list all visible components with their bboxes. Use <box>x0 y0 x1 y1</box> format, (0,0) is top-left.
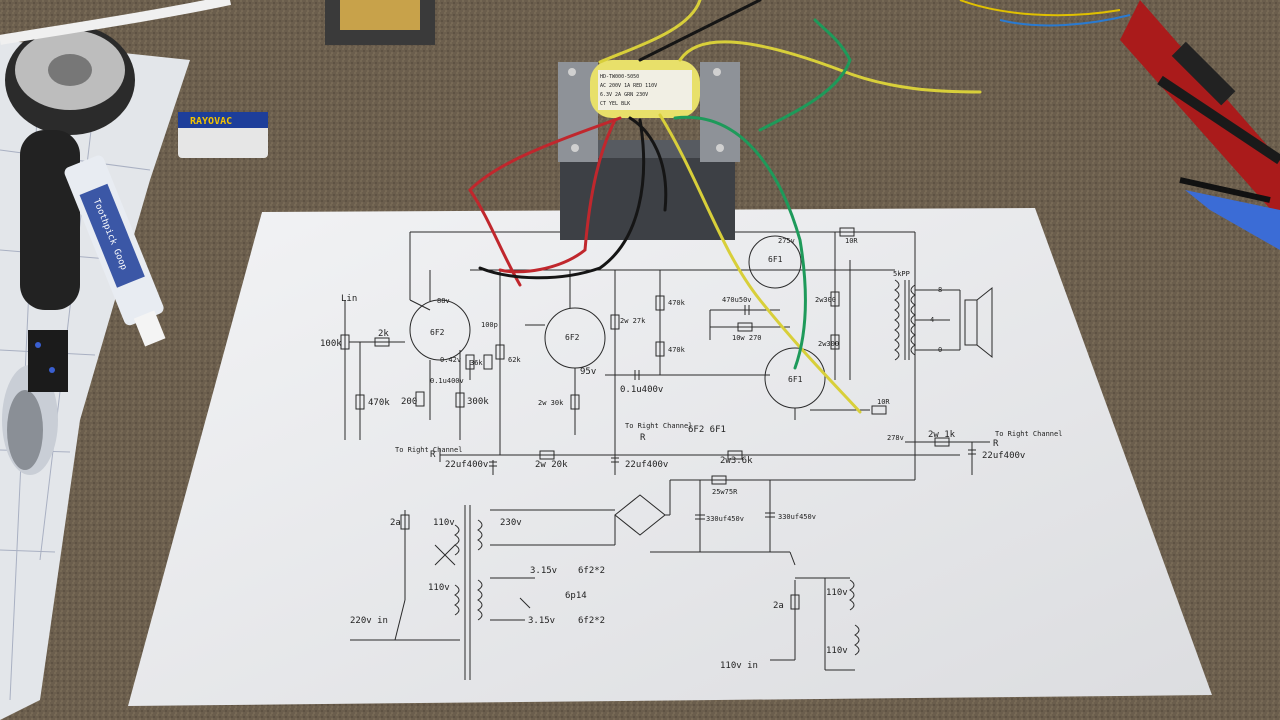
component-label: 110v <box>826 588 848 598</box>
component-label: 100p <box>481 321 498 329</box>
component-label: 200 <box>401 397 417 407</box>
component-label: 10R <box>845 237 858 245</box>
component-label: 2w300 <box>815 296 836 304</box>
component-label: 470u50v <box>722 296 752 304</box>
component-label: 300k <box>467 397 489 407</box>
green-wire <box>673 115 807 370</box>
component-label: 230v <box>500 518 522 528</box>
component-label: 470k <box>368 398 390 408</box>
component-label: 36k <box>470 359 483 367</box>
component-label: 278v <box>887 434 904 442</box>
channel-letter: R <box>993 439 999 449</box>
right-channel-label: To Right Channel <box>395 446 462 454</box>
component-label: 3.15v <box>528 616 555 626</box>
red-wire <box>468 116 622 287</box>
channel-letter: R <box>640 433 646 443</box>
component-label: 2w 1k <box>928 430 956 440</box>
component-label: 275v <box>778 237 795 245</box>
green-wire <box>758 18 852 132</box>
component-label: 2w300 <box>818 340 839 348</box>
component-label: 2k <box>378 329 389 339</box>
component-label: 22uf400v <box>445 460 488 470</box>
black-wire <box>638 0 762 62</box>
component-label: 2a <box>390 518 401 528</box>
component-label: 6f2*2 <box>578 616 605 626</box>
component-label: 2w 20k <box>535 460 568 470</box>
tube-types: 6F2 6F1 <box>688 425 726 435</box>
transformer-label-line: HD-TW000-5050 <box>600 74 639 80</box>
transformer-wires <box>468 0 982 414</box>
black-wire <box>478 118 646 280</box>
tube-v2-label: 6F2 <box>565 333 580 342</box>
component-label: 62k <box>508 356 521 364</box>
power-transformer: HD-TW000-5050 AC 200V 1A RED 110V 6.3V 2… <box>558 60 740 240</box>
component-label: 100k <box>320 339 342 349</box>
component-label: 5kPP <box>893 270 910 278</box>
transformer-label-line: CT YEL BLK <box>600 101 630 107</box>
component-label: 88v <box>437 297 450 305</box>
component-label: 22uf400v <box>625 460 668 470</box>
battery: RAYOVAC <box>178 112 268 158</box>
left-clutter <box>0 0 232 475</box>
bridge-rectifier <box>614 494 666 536</box>
component-label: 0.42v <box>440 356 461 364</box>
schematic-drawing <box>340 227 993 680</box>
component-label: 10w 270 <box>732 334 762 342</box>
schematic-labels: Lin 6F2 6F2 6F1 6F1 To Right Channel To … <box>320 237 1062 671</box>
component-label: 2w3.6k <box>720 456 753 466</box>
component-label: 95v <box>580 367 596 377</box>
black-wire <box>628 116 668 212</box>
component-label: 10R <box>877 398 890 406</box>
component-label: 0.1u400v <box>430 377 464 385</box>
component-label: 110v <box>826 646 848 656</box>
tube-v1 <box>409 299 471 361</box>
speaker-tap: 4 <box>930 316 934 324</box>
component-label: 3.15v <box>530 566 557 576</box>
component-label: 470k <box>668 299 686 307</box>
tube-v1-label: 6F2 <box>430 328 445 337</box>
yellow-wire <box>598 0 702 64</box>
yellow-wire <box>678 40 982 94</box>
component-label: 2a <box>773 601 784 611</box>
component-label: 110v <box>428 583 450 593</box>
battery-brand: RAYOVAC <box>190 116 232 127</box>
channel-letter: R <box>430 450 436 460</box>
component-label: 25w75R <box>712 488 738 496</box>
transformer-label-line: AC 200V 1A RED 110V <box>600 83 657 89</box>
component-label: 220v in <box>350 616 388 626</box>
component-label: 110v <box>433 518 455 528</box>
component-label: 2w 27k <box>620 317 646 325</box>
schematic-paper <box>128 208 1212 706</box>
top-clutter <box>325 0 1280 250</box>
component-label: 330uf450v <box>778 513 816 521</box>
tube-v4-label: 6F1 <box>788 375 803 384</box>
component-label: 2w 30k <box>538 399 564 407</box>
component-label: 6f2*2 <box>578 566 605 576</box>
component-label: 6p14 <box>565 591 587 601</box>
tube-v3 <box>748 235 802 289</box>
input-label: Lin <box>341 294 357 304</box>
right-channel-label: To Right Channel <box>625 422 692 430</box>
speaker-tap: 8 <box>938 286 942 294</box>
yellow-wire <box>658 113 862 414</box>
component-label: 330uf450v <box>706 515 744 523</box>
right-channel-label: To Right Channel <box>995 430 1062 438</box>
speaker-tap: 0 <box>938 346 942 354</box>
component-label: 22uf400v <box>982 451 1025 461</box>
component-label: 110v in <box>720 661 758 671</box>
component-label: 470k <box>668 346 686 354</box>
transformer-label-line: 6.3V 2A GRN 230V <box>600 92 648 98</box>
tube-v3-label: 6F1 <box>768 255 783 264</box>
red-wire <box>498 118 617 274</box>
component-label: 0.1u400v <box>620 385 663 395</box>
